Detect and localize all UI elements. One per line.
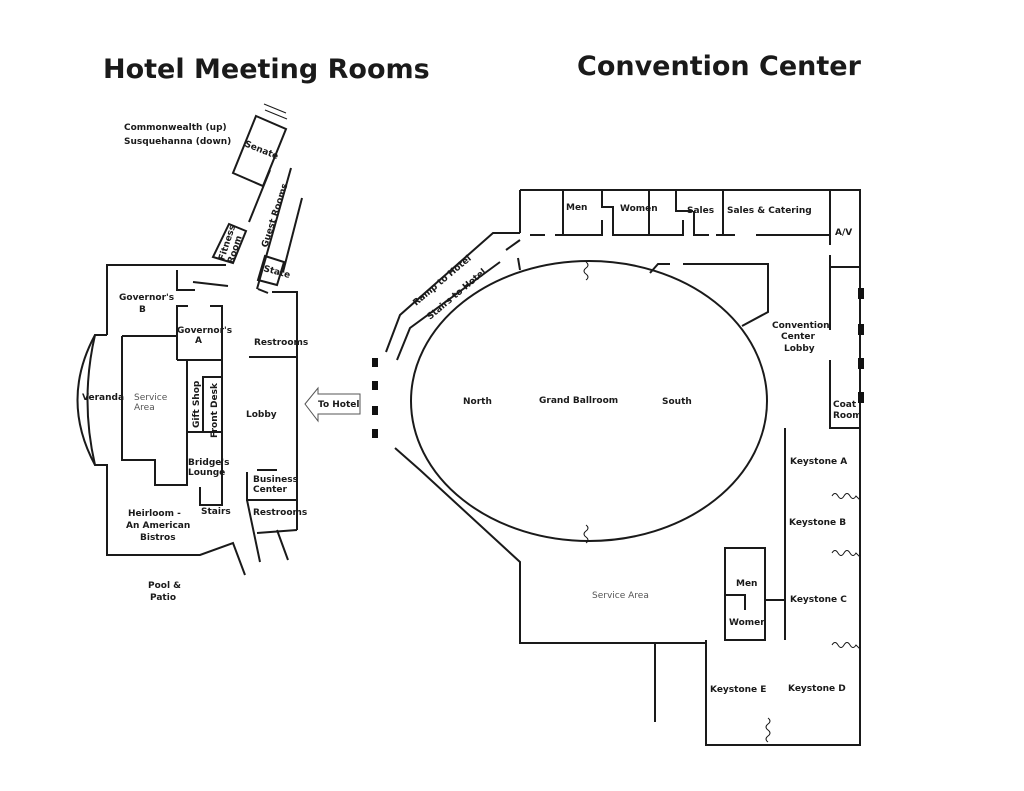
gift-shop-label: Gift Shop <box>192 380 202 428</box>
senate-label: Senate <box>243 140 280 163</box>
convention-labels: Men Women Sales Sales & Catering A/V Ram… <box>412 203 862 695</box>
men-top-label: Men <box>566 203 587 213</box>
coat-label: Coat <box>833 400 857 410</box>
keystone-a-label: Keystone A <box>790 457 847 467</box>
south-label: South <box>662 397 692 407</box>
men-bottom-label: Men <box>736 579 757 589</box>
convention-title: Convention Center <box>577 51 862 82</box>
coat-room-label: Room <box>833 411 862 421</box>
bridges-label: Bridge's <box>188 458 229 468</box>
lounge-label: Lounge <box>188 468 225 478</box>
service-area-label-2: Area <box>134 403 155 413</box>
lobby-label-1: Convention <box>772 321 830 331</box>
keystone-d-label: Keystone D <box>788 684 846 694</box>
service-area-conv-label: Service Area <box>592 591 649 601</box>
heirloom-label-3: Bistros <box>140 533 176 543</box>
governors-a-label: Governor's <box>177 326 232 336</box>
hotel-walls <box>76 103 303 576</box>
patio-label: Patio <box>150 593 176 603</box>
heirloom-label-2: An American <box>126 521 190 531</box>
hotel-title: Hotel Meeting Rooms <box>103 54 430 85</box>
lobby-label-3: Lobby <box>784 344 815 354</box>
to-hotel-label: To Hotel <box>318 400 359 410</box>
heirloom-label: Heirloom - <box>128 509 181 519</box>
state-label: State <box>262 264 291 281</box>
veranda-label: Veranda <box>82 393 124 403</box>
grand-ballroom-shape <box>410 260 768 542</box>
sales-label: Sales <box>687 206 714 216</box>
governors-b-letter: B <box>139 305 146 315</box>
women-bottom-label: Women <box>729 618 767 628</box>
restrooms-bottom-label: Restrooms <box>253 508 307 518</box>
commonwealth-label: Commonwealth (up) <box>124 123 227 133</box>
lobby-label: Lobby <box>246 410 277 420</box>
women-top-label: Women <box>620 204 658 214</box>
stairs-label: Stairs <box>201 507 231 517</box>
convention-walls <box>372 189 864 746</box>
lobby-label-2: Center <box>781 332 816 342</box>
sales-catering-label: Sales & Catering <box>727 206 812 216</box>
fitness-room <box>211 222 248 265</box>
front-desk-label: Front Desk <box>210 382 220 438</box>
service-area-label: Service <box>134 393 168 403</box>
keystone-b-label: Keystone B <box>789 518 846 528</box>
governors-b-label: Governor's <box>119 293 174 303</box>
center-label: Center <box>253 485 288 495</box>
pool-label: Pool & <box>148 581 181 591</box>
guest-rooms-label: Guest Rooms <box>260 182 290 249</box>
grand-ballroom-label: Grand Ballroom <box>539 396 618 406</box>
restrooms-top-label: Restrooms <box>254 338 308 348</box>
av-label: A/V <box>835 228 852 238</box>
susquehanna-label: Susquehanna (down) <box>124 137 231 147</box>
keystone-e-label: Keystone E <box>710 685 766 695</box>
state-room <box>256 254 286 287</box>
to-hotel-arrow: To Hotel <box>304 386 361 423</box>
keystone-c-label: Keystone C <box>790 595 847 605</box>
north-label: North <box>463 397 492 407</box>
business-label: Business <box>253 475 298 485</box>
governors-a-letter: A <box>195 336 202 346</box>
